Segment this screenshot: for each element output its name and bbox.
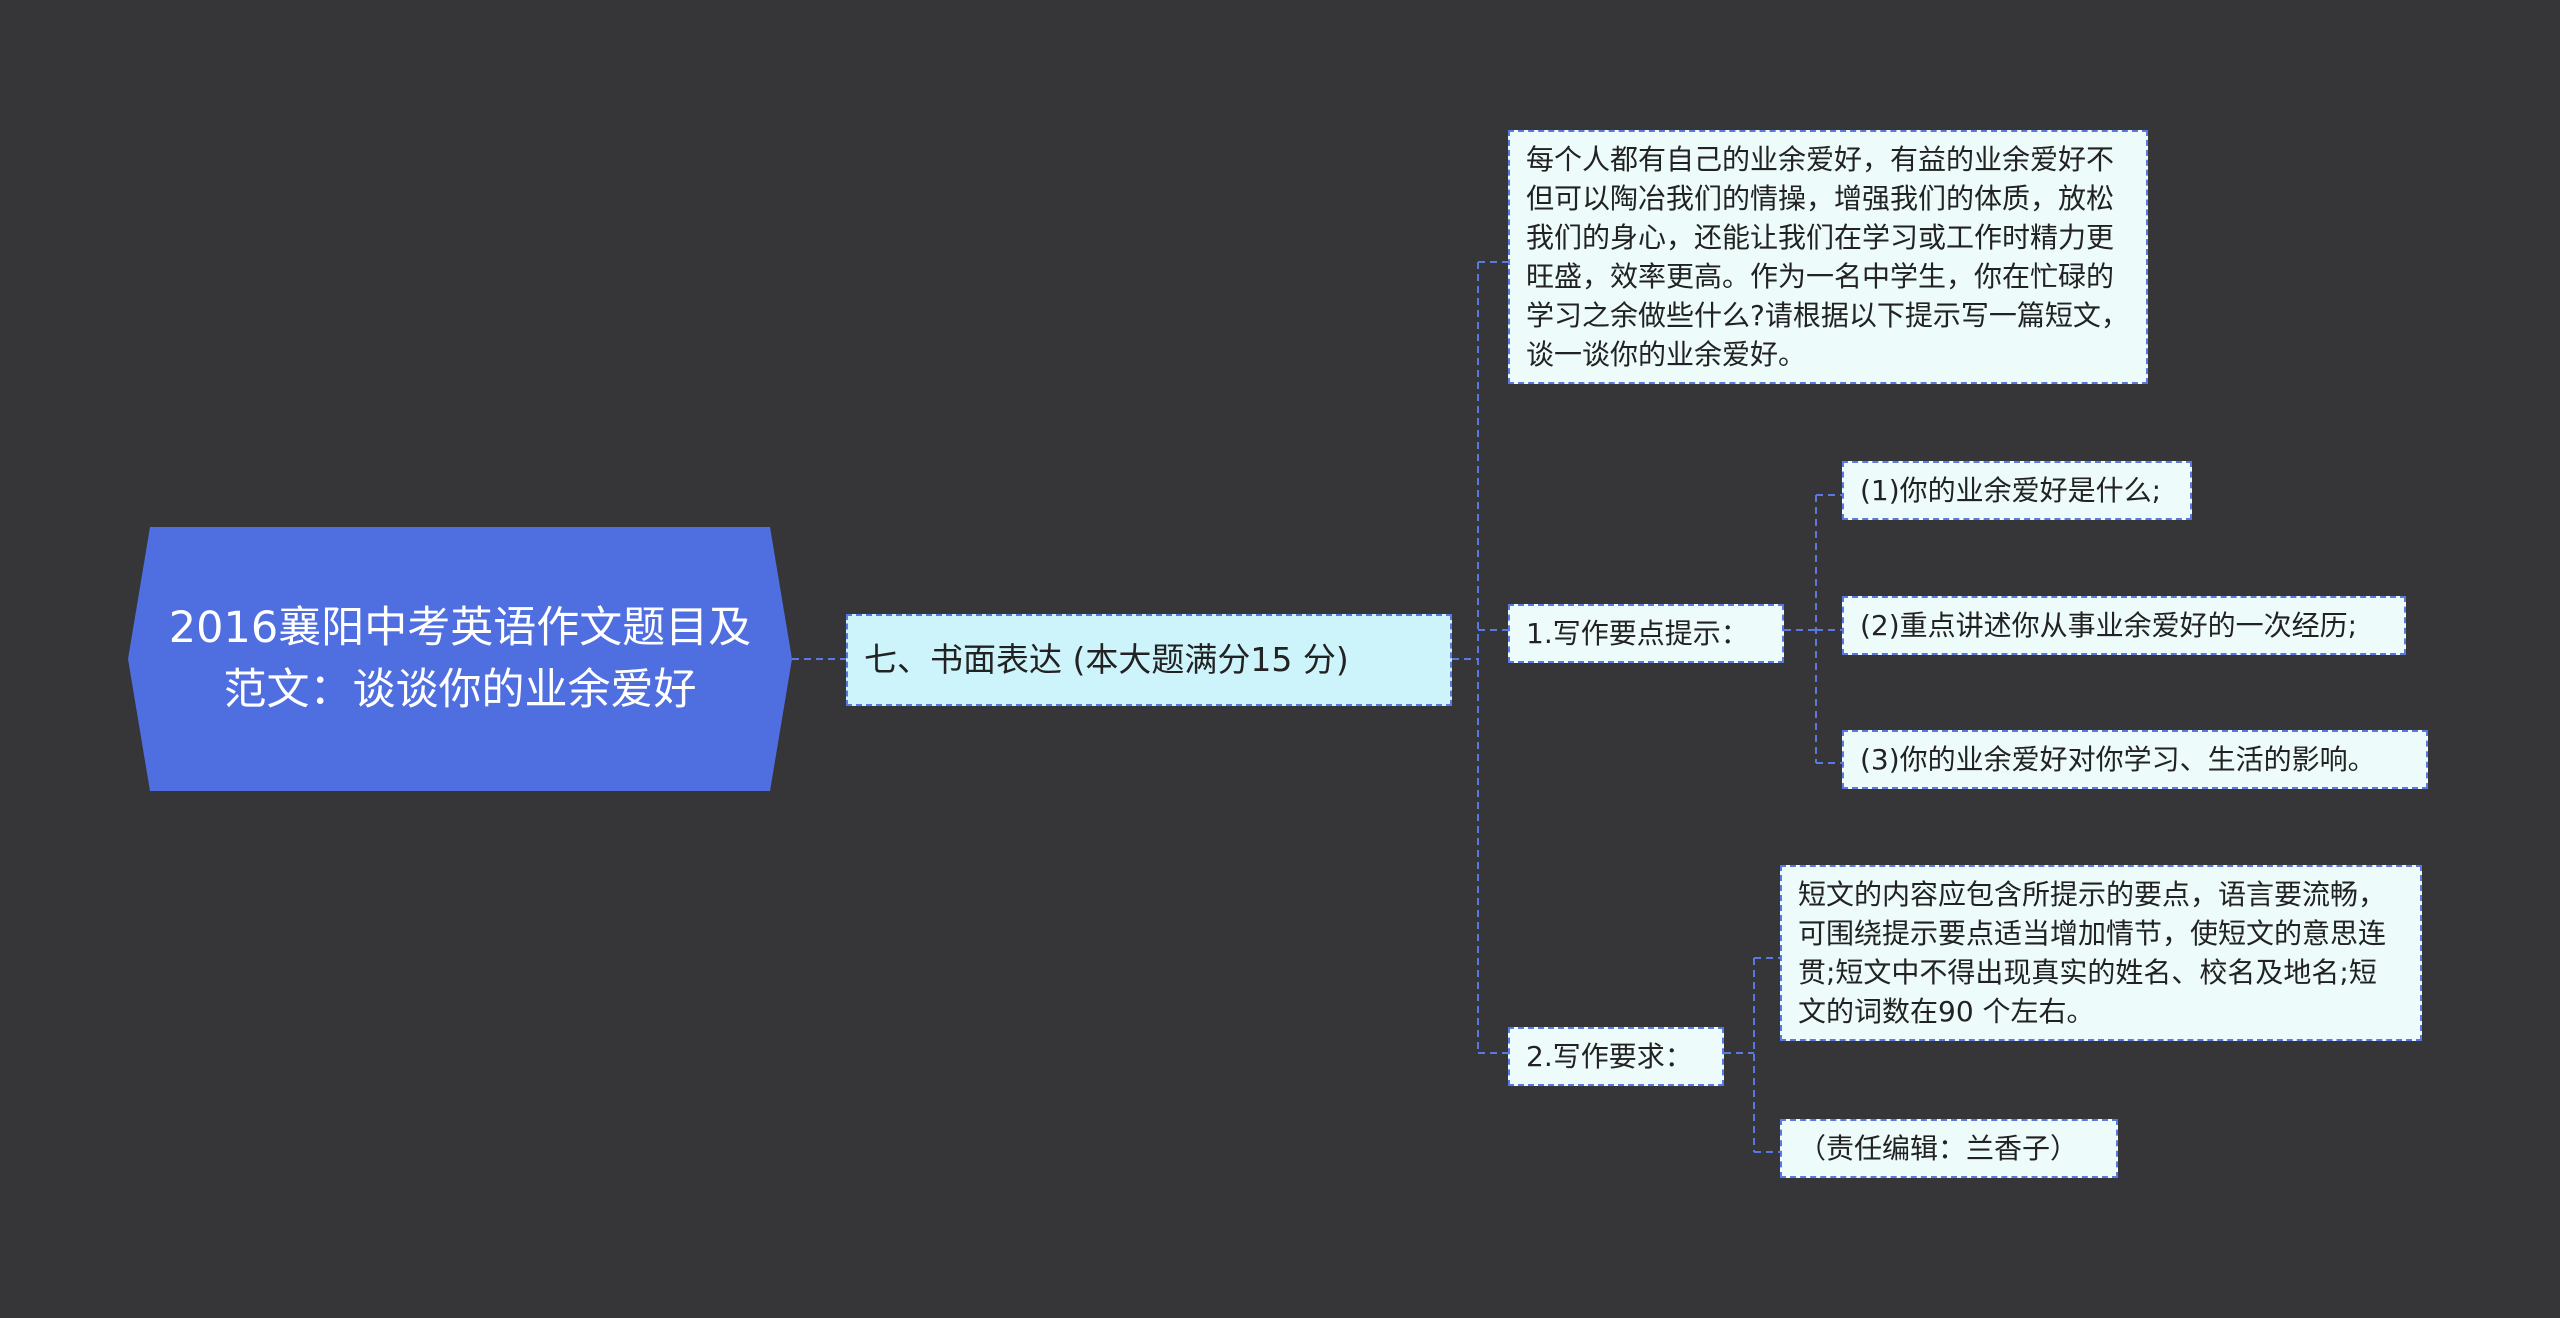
intro-node[interactable]: 每个人都有自己的业余爱好，有益的业余爱好不但可以陶冶我们的情操，增强我们的体质，… bbox=[1508, 130, 2148, 384]
requirements-text-node[interactable]: 短文的内容应包含所提示的要点，语言要流畅，可围绕提示要点适当增加情节，使短文的意… bbox=[1780, 865, 2422, 1041]
point-item-3[interactable]: (3)你的业余爱好对你学习、生活的影响。 bbox=[1842, 730, 2428, 789]
point-item-text: (1)你的业余爱好是什么; bbox=[1860, 474, 2162, 507]
editor-text: （责任编辑：兰香子） bbox=[1798, 1132, 2079, 1165]
point-item-2[interactable]: (2)重点讲述你从事业余爱好的一次经历; bbox=[1842, 596, 2406, 655]
section-title: 七、书面表达 (本大题满分15 分) bbox=[864, 640, 1349, 679]
intro-text: 每个人都有自己的业余爱好，有益的业余爱好不但可以陶冶我们的情操，增强我们的体质，… bbox=[1526, 143, 2129, 371]
requirements-label: 2.写作要求： bbox=[1526, 1040, 1693, 1073]
requirements-text: 短文的内容应包含所提示的要点，语言要流畅，可围绕提示要点适当增加情节，使短文的意… bbox=[1798, 878, 2387, 1028]
connector-req-trunk bbox=[1724, 958, 1755, 1152]
root-node[interactable]: 2016襄阳中考英语作文题目及范文：谈谈你的业余爱好 bbox=[128, 527, 792, 791]
connector-points-trunk bbox=[1784, 495, 1817, 763]
point-item-text: (2)重点讲述你从事业余爱好的一次经历; bbox=[1860, 609, 2358, 642]
root-shape bbox=[128, 527, 792, 791]
requirements-node[interactable]: 2.写作要求： bbox=[1508, 1027, 1724, 1086]
editor-node[interactable]: （责任编辑：兰香子） bbox=[1780, 1119, 2118, 1178]
point-item-1[interactable]: (1)你的业余爱好是什么; bbox=[1842, 461, 2192, 520]
points-label: 1.写作要点提示： bbox=[1526, 617, 1749, 650]
root-title: 2016襄阳中考英语作文题目及范文：谈谈你的业余爱好 bbox=[168, 603, 752, 715]
section-node[interactable]: 七、书面表达 (本大题满分15 分) bbox=[846, 614, 1452, 706]
connector-section-trunk bbox=[1452, 262, 1479, 1053]
point-item-text: (3)你的业余爱好对你学习、生活的影响。 bbox=[1860, 743, 2376, 776]
points-node[interactable]: 1.写作要点提示： bbox=[1508, 604, 1784, 663]
